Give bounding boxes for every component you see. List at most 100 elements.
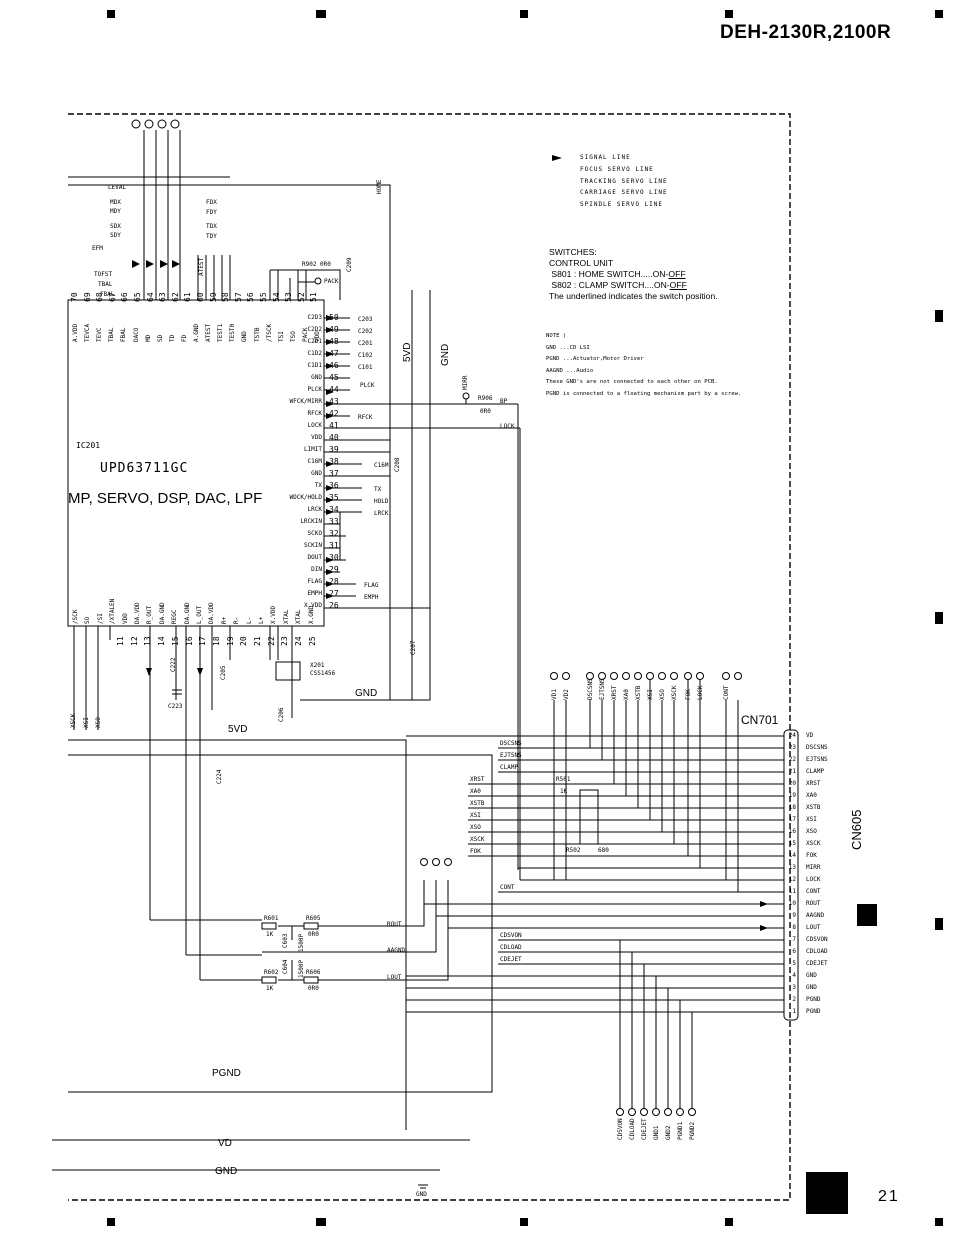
legend-tracking: TRACKING SERVO LINE: [580, 177, 668, 185]
bl-xsi: XSI: [83, 717, 90, 728]
test-point-label: PGND2: [689, 1121, 696, 1140]
test-point-label: VD2: [563, 689, 570, 700]
x201-value: CSS1456: [310, 670, 336, 677]
ic-top-pin-number: 54: [271, 292, 281, 302]
c223-label: C223: [168, 703, 183, 710]
r602-value: 1K: [266, 985, 274, 992]
note-pgnd-screw: PGND is connected to a floating mechanis…: [546, 390, 742, 397]
model-header: DEH-2130R,2100R: [720, 22, 892, 43]
leval-label: LEVAL: [108, 184, 127, 191]
rail-pgnd: PGND: [212, 1068, 241, 1079]
r605-value: 0R0: [308, 931, 319, 938]
note-aagnd: AAGND ...Audio: [546, 367, 594, 374]
ground-notes: NOTE ) GND ...CD LSI PGND ...Actuator,Mo…: [546, 331, 741, 400]
rail-gnd-left: GND: [355, 688, 378, 699]
ic-right-pin-number: 33: [329, 517, 339, 526]
signal-label: XSO: [470, 824, 481, 831]
ic-top-pin-number: 70: [70, 292, 79, 302]
test-point-label: GND1: [653, 1125, 660, 1140]
x201-label: X201: [310, 662, 325, 669]
ic-bottom-pin-number: 22: [266, 636, 276, 646]
ic-top-pin-name: A.GND: [193, 323, 200, 342]
ic-top-pin-number: 62: [170, 292, 180, 302]
cn701-pin-number: 21: [788, 768, 796, 775]
r601-value: 1K: [266, 931, 274, 938]
c603-label: C603: [282, 933, 289, 948]
ic-part-number: UPD63711GC: [100, 461, 189, 476]
line-legend: SIGNAL LINE FOCUS SERVO LINE TRACKING SE…: [580, 152, 668, 211]
cn701-pin-signal: XSCK: [806, 840, 821, 847]
cn701-pin-signal: AAGND: [806, 912, 825, 919]
ic-right-pin-number: 41: [329, 421, 339, 430]
c201-tp: C201: [358, 340, 373, 347]
fbal-tp: FBAL: [100, 291, 115, 298]
signal-label: FOK: [470, 848, 481, 855]
rail-5vd-left: 5VD: [228, 724, 248, 735]
tx-tp: TX: [374, 486, 382, 493]
ic-bottom-pin-number: 13: [143, 636, 153, 646]
ic-bottom-pin-name: SO: [84, 616, 92, 624]
cn701-pin-number: 16: [788, 828, 796, 835]
ic-right-pin-name: TX: [314, 482, 322, 489]
cn701-pin-number: 18: [788, 804, 796, 811]
ic-ref: IC201: [76, 441, 101, 450]
ic-bottom-pin-name: DA.VDD: [208, 602, 216, 624]
page-tab-marker: [806, 1172, 848, 1214]
ic-top-pin-number: 61: [183, 292, 193, 302]
ic-right-pin-number: 34: [329, 505, 339, 514]
ic-top-pin-number: 59: [208, 292, 218, 302]
lock-wire-label: LOCK: [500, 423, 515, 430]
test-point-label: CDSVON: [617, 1118, 624, 1140]
ic-right-pin-name: FLAG: [307, 578, 322, 585]
ic-right-pin-number: 45: [329, 373, 339, 382]
cn701-pin-number: 13: [788, 864, 796, 871]
registration-mark: [935, 612, 943, 624]
pack-label: PACK: [324, 278, 339, 285]
ic-top-pin-name: TEST0: [229, 323, 237, 342]
ic-bottom-pin-name: VDD: [121, 613, 129, 624]
ic-bottom-pin-number: 16: [184, 636, 194, 646]
ic-right-pin-number: 39: [329, 445, 339, 454]
tbal-tp: TBAL: [98, 281, 113, 288]
c209-label: C209: [346, 257, 353, 272]
ic-bottom-pin-name: REGC: [171, 609, 179, 624]
c224-label: C224: [216, 769, 223, 784]
r502-value: 680: [598, 847, 609, 854]
page-number: 21: [878, 1188, 900, 1205]
note-pgnd: PGND ...Actuator,Motor Driver: [546, 356, 644, 362]
c203-tp: C203: [358, 316, 373, 323]
ic-bottom-pin-number: 25: [307, 636, 317, 646]
ic-right-pin-number: 40: [329, 433, 339, 442]
ic-bottom-pin-name: DA.VDD: [134, 602, 141, 624]
ic-top-pin-number: 57: [233, 292, 243, 302]
hold-tp: HOLD: [374, 498, 389, 505]
tdx-label: TDX: [206, 223, 217, 230]
registration-mark: [935, 1218, 943, 1226]
ic-right-pin-number: 42: [329, 409, 339, 418]
rfck-tp: RFCK: [358, 414, 373, 421]
home-label: HOME: [376, 179, 383, 194]
plck-tp: PLCK: [360, 382, 375, 389]
switches-note: SWITCHES: CONTROL UNIT S801 : HOME SWITC…: [549, 247, 718, 302]
ic-right-pin-name: C1D1: [307, 362, 322, 369]
cn701-pin-number: 17: [788, 816, 796, 823]
signal-label: XSI: [470, 812, 481, 819]
cn701-pin-signal: XRST: [806, 780, 821, 787]
cn701-pin-number: 9: [792, 912, 796, 919]
cn701-label: CN701: [741, 713, 779, 727]
test-point-label: GND2: [665, 1125, 672, 1140]
ic-bottom-pin-number: 11: [116, 636, 125, 646]
rail-gnd-mid: GND: [440, 343, 451, 366]
efm-tp: EFM: [92, 245, 103, 252]
c207-label: C207: [410, 640, 417, 655]
cn701-pin-number: 12: [788, 876, 796, 883]
ic-bottom-pin-number: 20: [239, 636, 249, 646]
test-point-label: EJTSNS: [599, 678, 606, 700]
signal-label: XRST: [470, 776, 485, 783]
test-point-label: CDLOAD: [629, 1118, 636, 1140]
ic-bottom-pin-name: R+: [220, 616, 228, 624]
ic-bottom-pin-name: L+: [258, 616, 265, 624]
cn701-pin-number: 6: [792, 948, 796, 955]
signal-label: CDLOAD: [500, 944, 522, 951]
r906-value: 0R0: [480, 408, 491, 415]
